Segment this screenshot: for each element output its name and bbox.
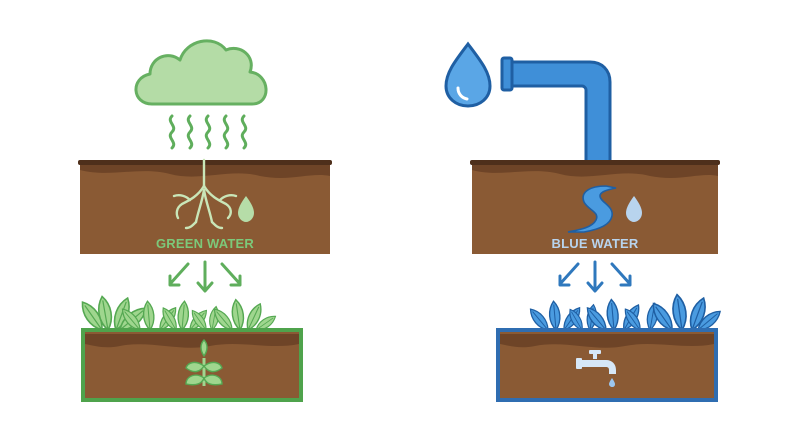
blue-plants bbox=[526, 292, 725, 335]
droplet-icon-blue bbox=[626, 196, 642, 222]
water-drop-icon bbox=[444, 41, 492, 108]
pipe-icon bbox=[500, 56, 612, 164]
cloud-icon bbox=[134, 39, 268, 106]
river-icon bbox=[567, 185, 617, 233]
down-arrows-icon bbox=[168, 260, 242, 293]
faucet-icon bbox=[576, 350, 616, 387]
green-water-panel bbox=[76, 39, 332, 402]
roots-icon bbox=[172, 158, 238, 230]
green-water-label: GREEN WATER bbox=[155, 236, 255, 251]
droplet-icon bbox=[238, 196, 254, 222]
blue-water-label: BLUE WATER bbox=[551, 236, 639, 251]
sprout-icon bbox=[185, 339, 223, 386]
rain-icon bbox=[168, 114, 248, 150]
down-arrows-icon-blue bbox=[558, 260, 632, 293]
blue-water-panel bbox=[444, 41, 725, 402]
